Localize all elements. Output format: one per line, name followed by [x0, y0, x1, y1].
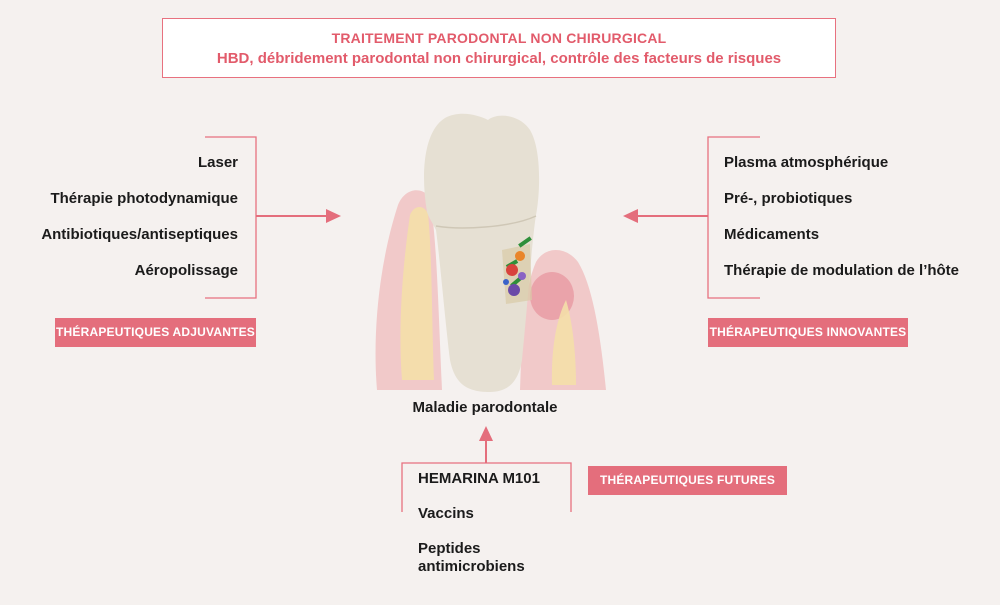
list-item: Laser: [197, 154, 238, 171]
adjuvant-therapies-list: Laser Thérapie photodynamique Antibiotiq…: [41, 145, 238, 289]
diagram-title: TRAITEMENT PARODONTAL NON CHIRURGICAL: [331, 30, 667, 46]
right-arrow: [623, 209, 708, 223]
list-item: Thérapie photodynamique: [50, 190, 238, 207]
adjuvant-therapies-badge: THÉRAPEUTIQUES ADJUVANTES: [55, 318, 256, 347]
list-item: Thérapie de modulation de l’hôte: [724, 262, 960, 279]
list-item: HEMARINA M101: [418, 470, 540, 487]
list-item: Peptides antimicrobiens: [418, 540, 525, 575]
list-item: Antibiotiques/antiseptiques: [41, 226, 238, 243]
diagram-subtitle: HBD, débridement parodontal non chirurgi…: [216, 50, 782, 67]
future-therapies-badge: THÉRAPEUTIQUES FUTURES: [588, 466, 787, 495]
right-bracket: [707, 136, 760, 299]
bottom-arrow: [479, 426, 493, 463]
list-item: Pré-, probiotiques: [724, 190, 853, 207]
future-therapies-list: HEMARINA M101 Vaccins Peptides antimicro…: [418, 470, 540, 593]
list-item: Vaccins: [418, 505, 474, 522]
innovative-therapies-badge: THÉRAPEUTIQUES INNOVANTES: [708, 318, 908, 347]
left-bracket: [205, 136, 257, 299]
tooth-illustration: [375, 113, 606, 392]
list-item: Aéropolissage: [134, 262, 238, 279]
innovative-therapies-list: Plasma atmosphérique Pré-, probiotiques …: [724, 145, 959, 289]
list-item: Médicaments: [724, 226, 820, 243]
left-arrow: [256, 209, 341, 223]
disease-caption: Maladie parodontale: [412, 399, 558, 416]
title-box: TRAITEMENT PARODONTAL NON CHIRURGICAL HB…: [162, 18, 836, 78]
list-item: Plasma atmosphérique: [724, 154, 889, 171]
